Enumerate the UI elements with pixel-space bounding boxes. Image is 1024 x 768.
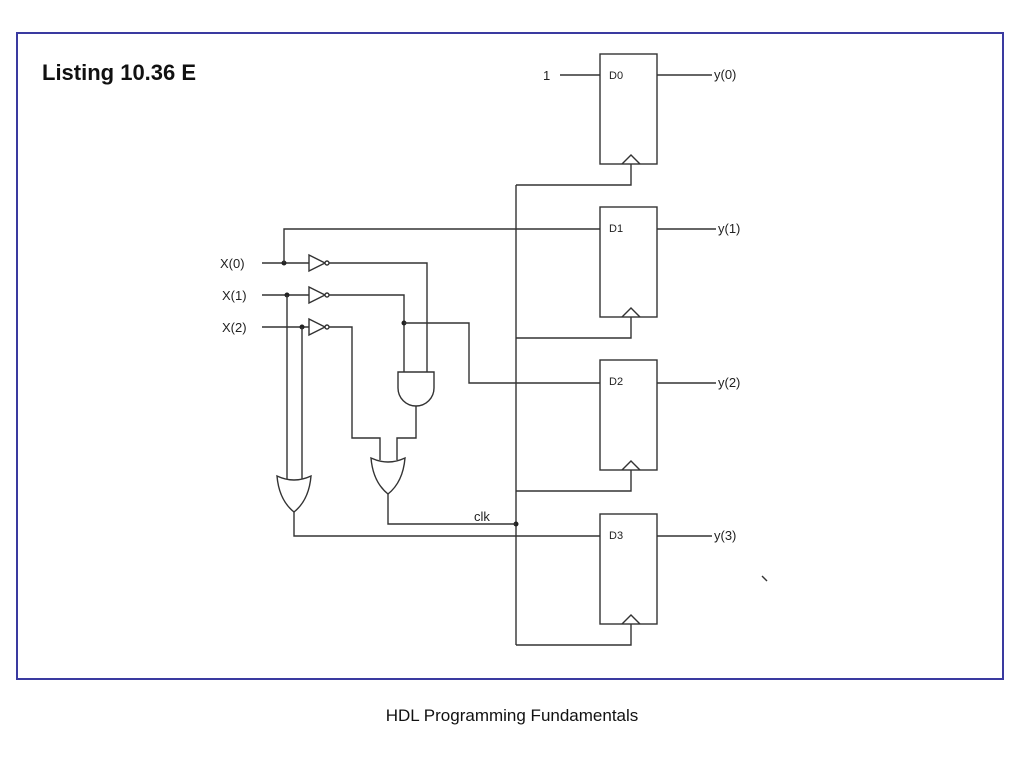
slide-footer: HDL Programming Fundamentals	[385, 706, 639, 725]
ff-d1-label: D1	[609, 223, 623, 235]
slide-frame	[16, 32, 1004, 680]
flip-flop-d0: D0	[599, 53, 658, 165]
flip-flop-d3: D3	[599, 513, 658, 625]
constant-input-label: 1	[543, 68, 550, 83]
inverter-x0	[308, 253, 330, 273]
input-x0-label: X(0)	[220, 256, 245, 271]
flip-flop-d1: D1	[599, 206, 658, 318]
y1-output-label: y(1)	[718, 221, 740, 236]
or-to-clock-wire	[387, 494, 516, 525]
ff-d0-label: D0	[609, 70, 623, 82]
inverter-x2	[308, 317, 330, 337]
flip-flop-d2: D2	[599, 359, 658, 471]
ff-d3-label: D3	[609, 530, 623, 542]
notx0-wire	[329, 262, 428, 372]
stray-mark	[761, 575, 768, 582]
notx2-wire	[329, 326, 381, 460]
or-gate-d3	[276, 474, 312, 513]
inverter-x1	[308, 285, 330, 305]
input-x2-label: X(2)	[222, 320, 247, 335]
x0-to-d1-wire	[283, 228, 600, 263]
clock-label: clk	[474, 509, 490, 524]
clock-bus	[515, 164, 632, 646]
y3-output-label: y(3)	[714, 528, 736, 543]
or-to-d3-wire	[293, 512, 600, 537]
input-x1-label: X(1)	[222, 288, 247, 303]
notx1-to-d2-wire	[404, 322, 600, 384]
and-gate	[397, 371, 435, 407]
or-gate-clock	[370, 456, 406, 495]
y2-output-label: y(2)	[718, 375, 740, 390]
and-to-or-wire	[396, 406, 417, 460]
y0-output-label: y(0)	[714, 67, 736, 82]
notx1-wire	[329, 294, 405, 372]
ff-d2-label: D2	[609, 376, 623, 388]
slide-title: Listing 10.36 E	[42, 60, 197, 85]
